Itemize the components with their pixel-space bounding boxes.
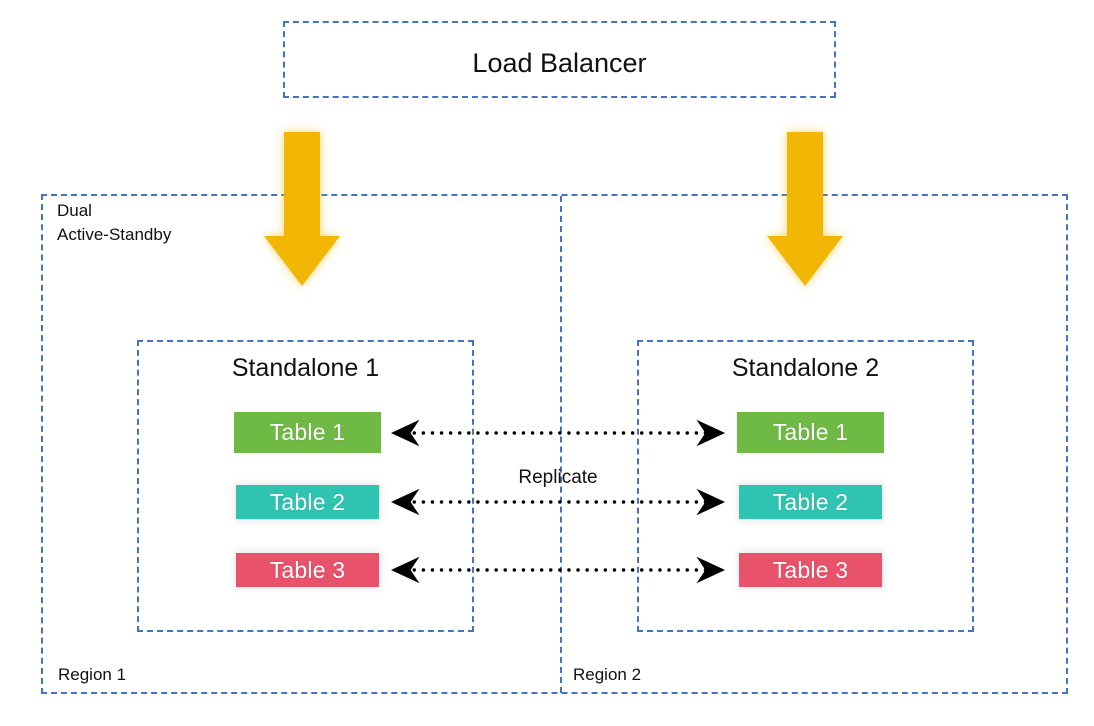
- table-chip-1-region-1[interactable]: Table 1: [234, 412, 381, 453]
- table-chip-label: Table 2: [772, 488, 849, 515]
- dual-active-standby-label-line1: Dual: [57, 201, 92, 220]
- load-balancer-box[interactable]: Load Balancer: [283, 21, 836, 98]
- table-chip-2-region-1[interactable]: Table 2: [236, 485, 379, 519]
- traffic-arrow-left-icon: [264, 132, 340, 286]
- table-chip-3-region-2[interactable]: Table 3: [739, 553, 882, 587]
- region-label-1: Region 1: [58, 665, 127, 684]
- dual-active-standby-label-line2: Active-Standby: [57, 225, 172, 244]
- load-balancer-label: Load Balancer: [472, 48, 647, 78]
- region-divider: [560, 196, 562, 693]
- table-chip-label: Table 2: [269, 488, 346, 515]
- standalone-2-title: Standalone 2: [731, 354, 880, 382]
- standalone-1-box[interactable]: [137, 340, 474, 632]
- table-chip-label: Table 1: [772, 419, 849, 445]
- standalone-2-box[interactable]: [637, 340, 974, 632]
- traffic-arrow-right-icon: [767, 132, 843, 286]
- dual-active-standby-box[interactable]: [41, 194, 1068, 694]
- table-chip-label: Table 3: [772, 556, 849, 583]
- standalone-1-title: Standalone 1: [231, 354, 380, 382]
- replicate-label: Replicate: [518, 467, 598, 488]
- table-chip-2-region-2[interactable]: Table 2: [739, 485, 882, 519]
- table-chip-1-region-2[interactable]: Table 1: [737, 412, 884, 453]
- region-label-2: Region 2: [573, 665, 642, 684]
- table-chip-3-region-1[interactable]: Table 3: [236, 553, 379, 587]
- table-chip-label: Table 3: [269, 556, 346, 583]
- table-chip-label: Table 1: [269, 419, 346, 445]
